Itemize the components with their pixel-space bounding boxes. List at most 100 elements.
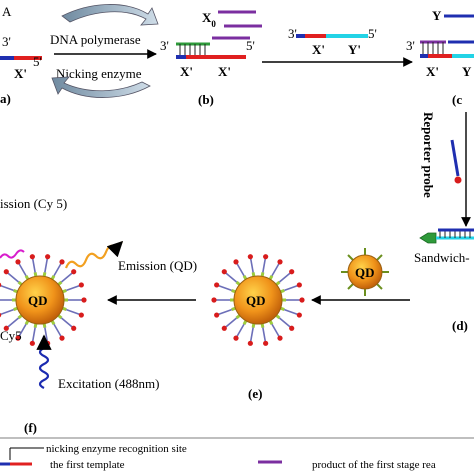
panel-f-probe-arm [31,327,36,344]
panel-e-cy5-dot [299,297,305,303]
template2-prime3: 3' [288,26,297,41]
cycle-arrow-top-icon [61,4,159,26]
panel-e-probe-arm [278,317,293,329]
panel-e-probe-arm [223,271,238,283]
panel-f-probe-arm [53,323,63,339]
panel-f-cy5-dot [0,312,2,318]
panel-e-cy5-dot [296,282,302,288]
panel-f-cy5-dot [81,297,87,303]
panel-e-probe-arm [271,323,281,339]
template2-seg-x: X' [312,42,325,57]
legend: nicking enzyme recognition site [9,443,187,460]
panel-c-bound-y: Y [462,64,472,79]
excitation-label: Excitation (488nm) [58,376,159,391]
panel-e-cy5-dot [247,340,253,346]
panel-d-label: (d) [452,318,468,333]
panel-f-probe-arm [66,308,82,316]
free-qd-label: QD [355,265,375,280]
panel-f-cy5-dot [45,340,51,346]
panel-e-cy5-dot [277,335,283,341]
enzyme-cycle: DNA polymerase Nicking enzyme [50,4,159,98]
panel-f-probe-arm [31,256,36,273]
panel-f-cy5-dot [71,269,77,275]
cy5-label: Cy5 [0,328,22,343]
panel-b-rungs [179,44,206,56]
panel-f-probe-arm [5,271,20,283]
panel-f-qd-core [15,275,65,325]
panel-c-bound-x: X' [426,64,439,79]
panel-c-label: (c [452,92,462,107]
legend-first-template: the first template [50,459,125,471]
panel-e-probe-arm [235,261,245,277]
panel-f-probe-arm [60,271,75,283]
panel-e-cy5-dot [263,340,269,346]
panel-f-probe-arm [44,256,49,273]
reporter-probe-cy5-dot [454,176,462,184]
emission-qd-label: Emission (QD) [118,258,197,273]
panel-b-seg-left: X' [180,64,193,79]
panel-d-caption: Sandwich- [414,250,470,265]
panel-f: ission (Cy 5) Emission (QD) QD Cy5 Excit… [0,196,197,435]
panel-f-cy5-dot [29,254,35,260]
panel-e-arms [211,254,305,346]
panel-b-seg-right: X' [218,64,231,79]
panel-e-cy5-dot [221,325,227,331]
panel-e-probe-arm [262,256,267,273]
panel-d-biotin-icon [419,232,437,244]
panel-f-cy5-dot [29,340,35,346]
panel-a-top-letter: A [2,4,12,19]
panel-e-label: (e) [248,386,262,401]
panel-e-qd-label: QD [246,293,266,308]
panel-e-cy5-dot [296,312,302,318]
panel-e-probe-arm [278,271,293,283]
free-qd-core [347,254,383,290]
panel-e-cy5-dot [277,259,283,265]
panel-f-cy5-dot [71,325,77,331]
panel-e-probe-arm [235,323,245,339]
reporter-probe-strand [450,139,460,177]
panel-e-probe-arm [284,284,300,292]
panel-a-prime3: 3' [2,34,11,49]
panel-b-x0-sub: 0 [211,19,216,29]
panel-e-cy5-dot [211,297,217,303]
panel-f-cy5-dot [0,282,2,288]
panel-e-cy5-dot [214,282,220,288]
panel-f-probe-arm [17,323,27,339]
legend-rows: the first template product of the first … [0,459,436,471]
panel-f-cy5-dot [78,312,84,318]
panel-f-probe-arm [0,308,14,316]
panel-f-probe-arm [5,317,20,329]
template2-prime5: 5' [368,26,377,41]
enzyme-polymerase-label: DNA polymerase [50,32,141,47]
panel-f-cy5-dot [3,325,9,331]
panel-f-cy5-dot [3,269,9,275]
panel-e-qd-core [233,275,283,325]
panel-f-qd-label: QD [28,293,48,308]
emission-cy5-wave-icon [0,249,25,259]
template2-seg-y: Y' [348,42,361,57]
panel-e-cy5-dot [233,335,239,341]
legend-nicking-site: nicking enzyme recognition site [46,443,187,455]
panel-f-probe-arm [0,284,14,292]
panel-f-probe-arm [53,261,63,277]
enzyme-nicking-label: Nicking enzyme [56,66,142,81]
panel-e-probe-arm [249,256,254,273]
panel-f-cy5-dot [59,259,65,265]
excitation-wave-icon [36,334,52,389]
panel-e-cy5-dot [247,254,253,260]
panel-b: X0 3' 5' X' X' (b) [160,10,262,107]
reporter-probe-label: Reporter probe [421,112,436,198]
panel-c: Y 3' X' Y (c [406,8,474,107]
cycle-arrow-bottom-icon [51,76,151,98]
panel-f-probe-arm [60,317,75,329]
panel-e-probe-arm [249,327,254,344]
panel-e-probe-arm [216,308,232,316]
panel-f-cy5-dot [45,254,51,260]
panel-f-cy5-dot [15,335,21,341]
panel-e-cy5-dot [214,312,220,318]
panel-e-probe-arm [223,317,238,329]
panel-f-cy5-dot [59,335,65,341]
panel-c-rungs [422,42,444,54]
legend-product1: product of the first stage rea [312,459,436,471]
panel-b-prime3: 3' [160,38,169,53]
